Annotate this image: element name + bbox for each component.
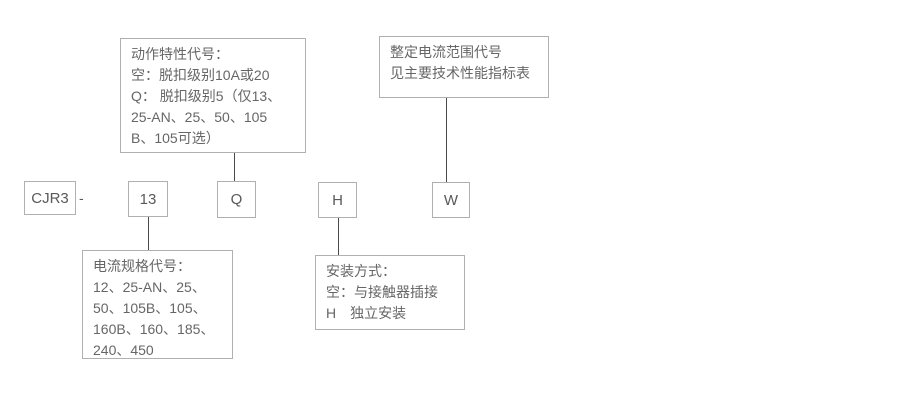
callout-current-line: 50、105B、105、	[93, 300, 207, 316]
callout-current-line: 12、25-AN、25、	[93, 279, 206, 295]
callout-mount-line: H 独立安装	[326, 305, 407, 321]
callout-mount-line: 安装方式：	[326, 263, 396, 279]
connector-line-h-to-mounting	[338, 218, 339, 255]
callout-range-line: 见主要技术性能指标表	[390, 65, 530, 81]
callout-current-spec: 电流规格代号： 12、25-AN、25、 50、105B、105、 160B、1…	[82, 250, 233, 359]
code-box-mounting: H	[318, 182, 357, 218]
callout-range-line: 整定电流范围代号	[390, 44, 502, 60]
callout-mounting-type: 安装方式： 空：与接触器插接 H 独立安装	[315, 255, 465, 330]
connector-line-13-to-current-spec	[148, 217, 149, 250]
code-box-setting-range: W	[432, 182, 470, 218]
callout-action-line: B、105可选）	[131, 130, 220, 146]
code-separator-dash: -	[79, 190, 84, 206]
callout-current-line: 电流规格代号：	[93, 258, 191, 274]
callout-current-line: 240、450	[93, 342, 154, 358]
code-box-prefix: CJR3	[24, 181, 76, 215]
callout-action-line: 动作特性代号：	[131, 46, 229, 62]
connector-line-action-to-q	[234, 153, 235, 181]
callout-current-line: 160B、160、185、	[93, 321, 215, 337]
callout-action-characteristic: 动作特性代号： 空：脱扣级别10A或20 Q： 脱扣级别5（仅13、 25-AN…	[120, 38, 306, 153]
callout-mount-line: 空：与接触器插接	[326, 284, 438, 300]
connector-line-range-to-w	[446, 98, 447, 182]
callout-setting-current-range: 整定电流范围代号 见主要技术性能指标表	[379, 36, 549, 98]
code-box-action-characteristic: Q	[217, 181, 256, 218]
code-box-current-spec: 13	[128, 181, 168, 217]
callout-action-line: 25-AN、25、50、105	[131, 109, 268, 125]
callout-action-line: 空：脱扣级别10A或20	[131, 67, 270, 83]
callout-action-line: Q： 脱扣级别5（仅13、	[131, 88, 282, 104]
